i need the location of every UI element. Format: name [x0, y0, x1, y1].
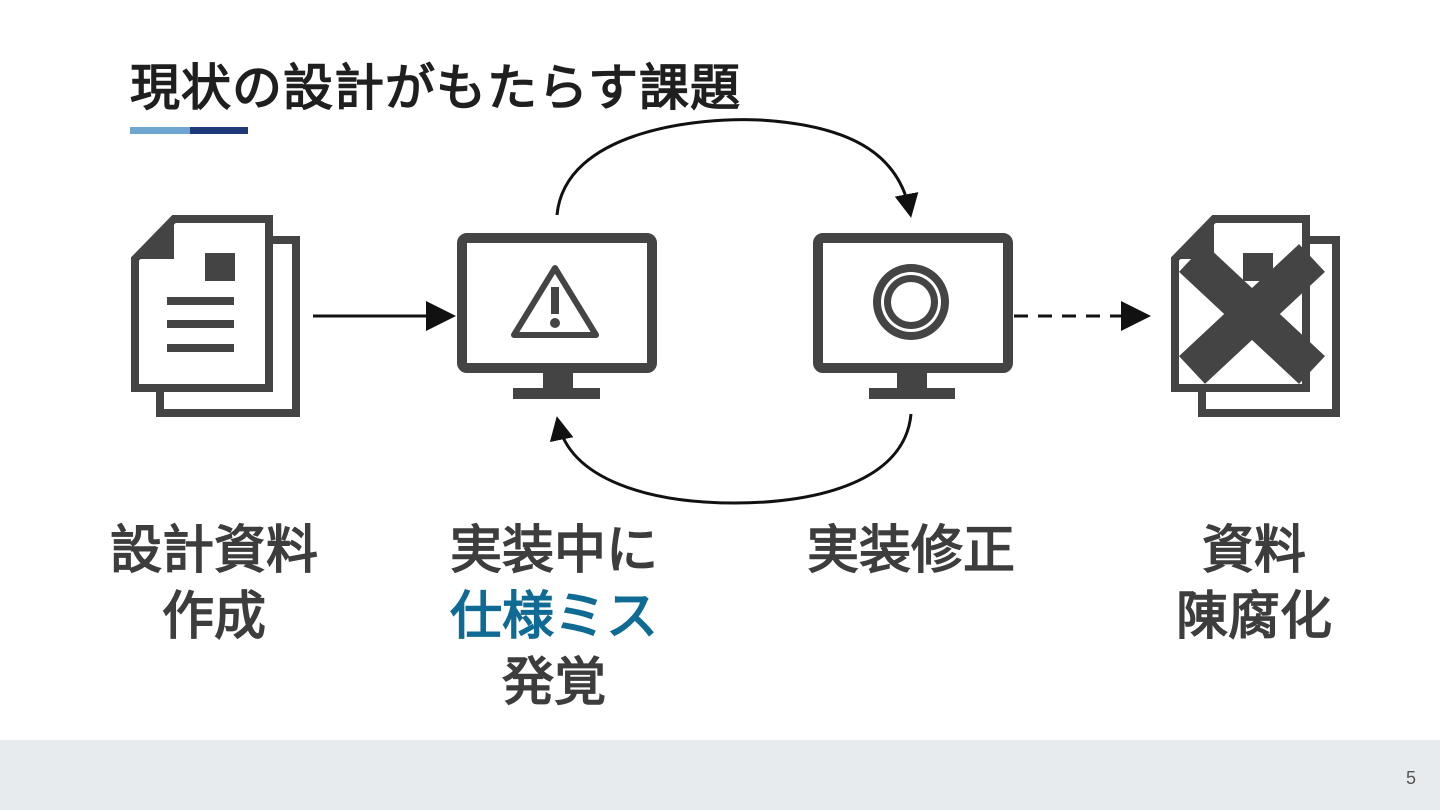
step-label-line: 設計資料	[109, 521, 318, 581]
step-label-obsolete: 資料 陳腐化	[1094, 518, 1414, 650]
step-label-line: 資料	[1201, 521, 1306, 581]
step-label-highlight: 仕様ミス	[449, 587, 658, 647]
title-accent-dark	[190, 127, 248, 134]
document-crossed-icon	[1171, 215, 1340, 417]
page-number: 5	[1405, 768, 1416, 788]
step-label-line: 発覚	[501, 653, 606, 713]
arrow-warning-to-fix	[555, 118, 919, 218]
step-label-line: 陳腐化	[1175, 587, 1332, 647]
step-label-line: 実装修正	[806, 521, 1015, 581]
step-label-design-doc: 設計資料 作成	[54, 518, 374, 650]
step-label-spec-error: 実装中に 仕様ミス 発覚	[394, 518, 714, 716]
step-label-line: 実装中に	[449, 521, 658, 581]
step-label-line: 作成	[161, 587, 266, 647]
monitor-circle-icon	[813, 233, 1013, 399]
document-stack-icon	[131, 215, 300, 417]
page-title: 現状の設計がもたらす課題	[130, 59, 741, 117]
footer-bar: 5	[0, 740, 1440, 810]
monitor-warning-icon	[457, 233, 657, 399]
step-label-fix: 実装修正	[751, 518, 1071, 584]
arrow-fix-to-warning	[549, 413, 913, 505]
title-accent-light	[130, 127, 190, 134]
